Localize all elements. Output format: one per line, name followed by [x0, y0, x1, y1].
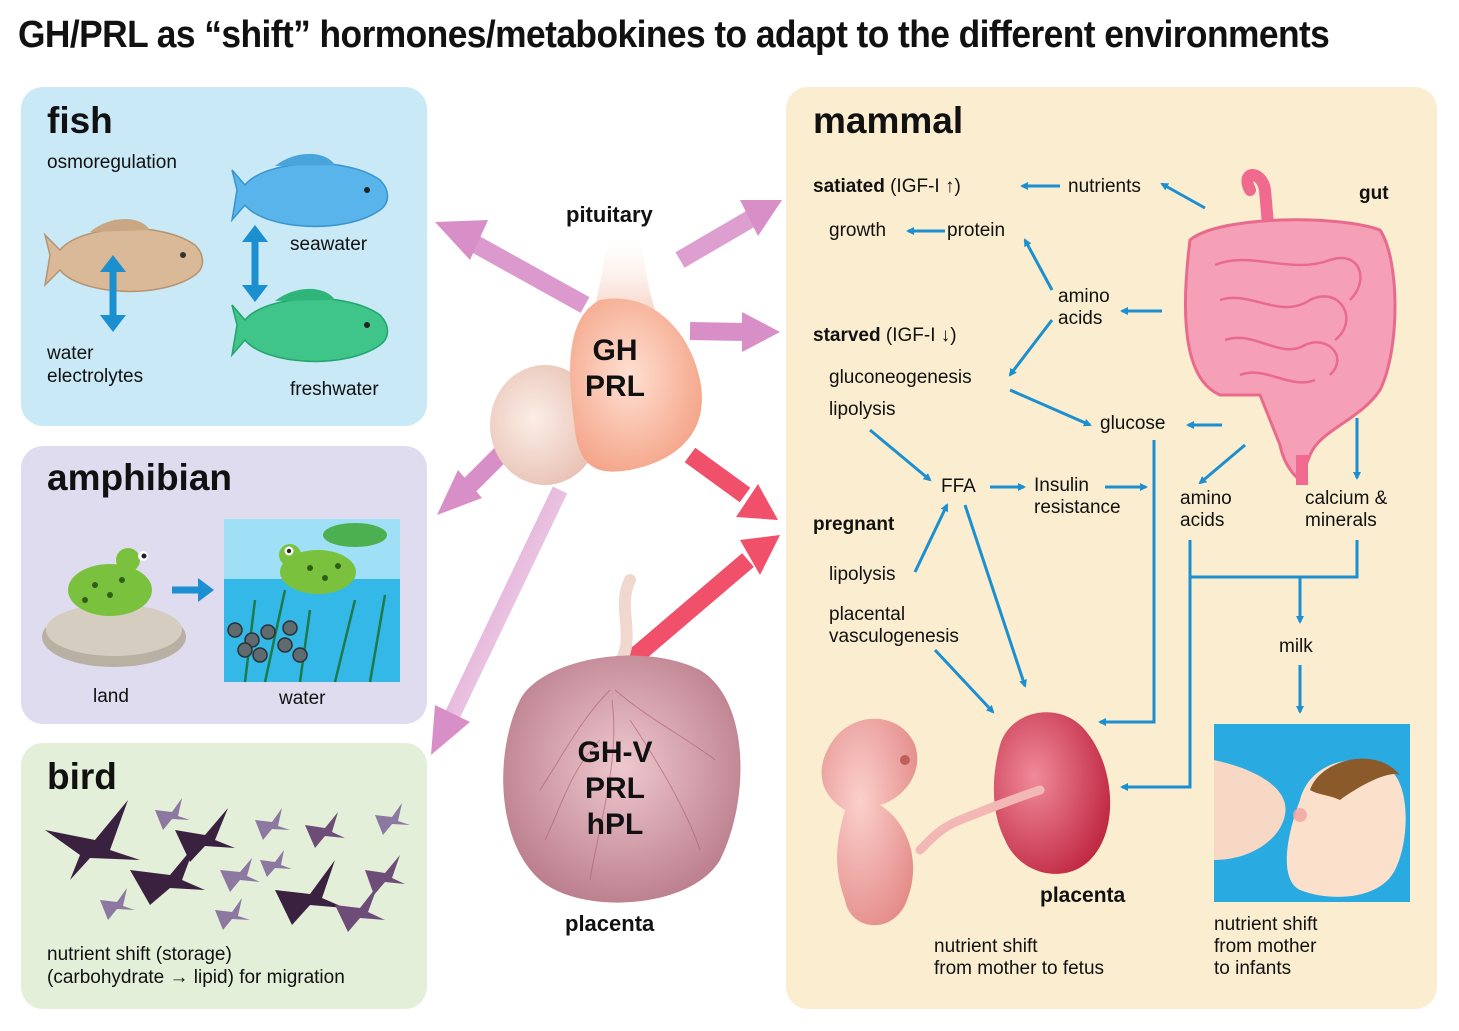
- placenta-hormone-prl: PRL: [585, 772, 645, 805]
- placenta-label: placenta: [565, 911, 655, 936]
- placenta-hormone-hpl: hPL: [586, 808, 644, 841]
- placenta-organ-label: placenta: [1040, 884, 1126, 907]
- lipolysis-label-starved: lipolysis: [829, 399, 896, 420]
- satiated-igf-label: (IGF-I ↑): [890, 176, 961, 197]
- placenta-organ-illustration: [915, 712, 1111, 874]
- growth-label: growth: [829, 220, 887, 241]
- protein-label: protein: [947, 220, 1006, 241]
- brown-fish-icon: [43, 218, 204, 293]
- nutrients-label: nutrients: [1068, 176, 1141, 197]
- frog-icon: [68, 548, 152, 616]
- pituitary-hormone-gh: GH: [592, 334, 638, 367]
- gluconeogenesis-label: gluconeogenesis: [829, 367, 972, 388]
- pregnant-label: pregnant: [813, 514, 895, 535]
- gut-label: gut: [1359, 183, 1389, 204]
- water-habitat-label: water: [279, 688, 326, 709]
- pituitary-label: pituitary: [566, 202, 653, 227]
- double-arrow-icon: [100, 255, 126, 332]
- infant-caption-line2: from mother: [1214, 936, 1317, 957]
- seawater-label: seawater: [290, 234, 368, 255]
- page-title: GH/PRL as “shift” hormones/metabokines t…: [18, 14, 1330, 56]
- starved-label: starved: [813, 325, 881, 346]
- starved-igf-label: (IGF-I ↓): [885, 325, 957, 346]
- amino-label-top: amino: [1058, 286, 1110, 307]
- osmoregulation-label: osmoregulation: [47, 152, 177, 173]
- green-fish-icon: [230, 288, 389, 363]
- bird-heading: bird: [47, 756, 117, 797]
- breastfeeding-illustration: [1214, 724, 1410, 902]
- water-label: water: [47, 343, 94, 364]
- acids-label-top: acids: [1058, 308, 1103, 329]
- electrolytes-label: electrolytes: [47, 366, 144, 387]
- land-label: land: [93, 686, 129, 707]
- fish-heading: fish: [47, 100, 113, 141]
- minerals-label: minerals: [1305, 510, 1377, 531]
- freshwater-label: freshwater: [290, 379, 379, 400]
- frog-icon: [279, 544, 356, 594]
- mammal-flow-arrows: [869, 182, 1361, 791]
- pituitary-hormone-prl: PRL: [585, 370, 645, 403]
- lipolysis-label-pregnant: lipolysis: [829, 564, 896, 585]
- bird-caption-line1: nutrient shift (storage): [47, 944, 232, 965]
- fetus-caption-line2: from mother to fetus: [934, 958, 1105, 979]
- fish-illustrations: [43, 153, 389, 363]
- double-arrow-icon: [242, 225, 268, 302]
- resistance-label: resistance: [1034, 497, 1121, 518]
- hormone-arrows: [431, 200, 782, 755]
- infant-caption-line1: nutrient shift: [1214, 914, 1318, 935]
- mammal-heading: mammal: [813, 100, 964, 141]
- placental-label: placental: [829, 604, 906, 625]
- blue-fish-icon: [230, 153, 389, 228]
- gut-illustration: [1183, 169, 1397, 485]
- bird-flock-illustration: [45, 798, 410, 932]
- placenta-illustration: [503, 574, 741, 903]
- insulin-label: Insulin: [1034, 475, 1089, 496]
- amino-label-bottom: amino: [1180, 488, 1232, 509]
- starved-state: starved (IGF-I ↓): [813, 325, 957, 347]
- amphibian-illustrations: [42, 519, 400, 683]
- arrow-right-icon: [172, 578, 214, 602]
- glucose-label: glucose: [1100, 413, 1166, 434]
- pituitary-illustration: [490, 235, 702, 485]
- bird-caption-line2: (carbohydrate → lipid) for migration: [47, 967, 345, 988]
- fetus-illustration: [821, 718, 918, 926]
- vasculogenesis-label: vasculogenesis: [829, 626, 959, 647]
- fetus-caption-line1: nutrient shift: [934, 936, 1038, 957]
- satiated-label: satiated: [813, 176, 885, 197]
- amphibian-heading: amphibian: [47, 457, 233, 498]
- calcium-label: calcium &: [1305, 488, 1388, 509]
- milk-label: milk: [1279, 636, 1313, 657]
- ffa-label: FFA: [941, 476, 976, 497]
- satiated-state: satiated (IGF-I ↑): [813, 176, 961, 198]
- acids-label-bottom: acids: [1180, 510, 1225, 531]
- placenta-hormone-ghv: GH-V: [577, 736, 653, 769]
- infant-caption-line3: to infants: [1214, 958, 1292, 979]
